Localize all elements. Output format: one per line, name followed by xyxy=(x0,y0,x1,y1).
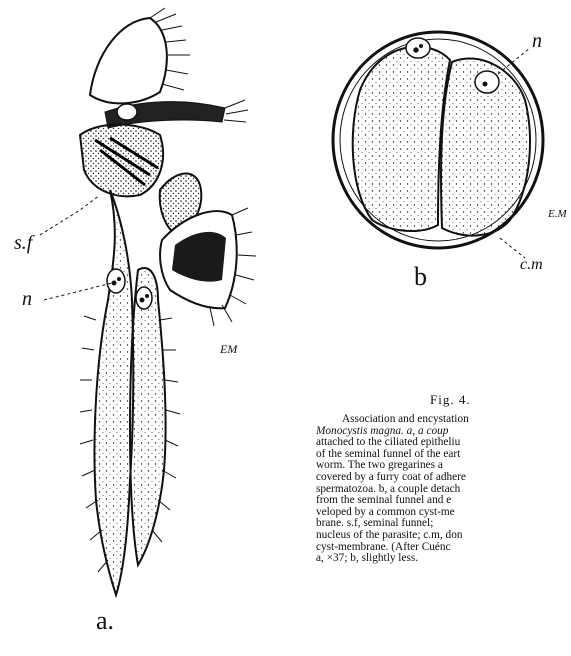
leader-n-a xyxy=(44,283,112,300)
funnel-left-mass xyxy=(80,124,163,196)
leader-sf xyxy=(40,195,100,235)
gregarine-left xyxy=(80,190,133,595)
annotation-n-b: n xyxy=(532,30,542,53)
caption-line: a, ×37; b, slightly less. xyxy=(316,553,571,565)
caption-line: covered by a furry coat of adhere xyxy=(316,472,571,484)
annotation-n-a: n xyxy=(22,288,32,311)
gregarine-right-nucleus xyxy=(136,287,152,309)
caption-line: Association and encystation xyxy=(316,414,571,426)
figure-number: Fig. 4. xyxy=(430,392,471,408)
cyst-nucleus-left xyxy=(406,38,430,58)
caption-line: nucleus of the parasite; c.m, don xyxy=(316,530,571,542)
cyst-nucleus-right xyxy=(475,71,499,93)
leader-cm xyxy=(500,238,525,258)
cyst-drawing xyxy=(333,32,543,248)
cyst-gregarine-left xyxy=(353,47,450,231)
annotation-cm: c.m xyxy=(520,256,543,274)
gregarine-right xyxy=(130,268,180,565)
funnel-upper-lobe xyxy=(90,18,167,103)
annotation-initials-a: EM xyxy=(220,342,237,357)
figure-caption: Association and encystation Monocystis m… xyxy=(316,414,571,565)
annotation-initials-b: E.M xyxy=(548,208,567,220)
panel-label-b: b xyxy=(414,262,427,292)
caption-line: from the seminal funnel and e xyxy=(316,495,571,507)
seminal-funnel-drawing xyxy=(80,8,256,326)
panel-label-a: a. xyxy=(96,606,114,636)
gregarine-left-nucleus xyxy=(107,269,125,293)
annotation-sf: s.f xyxy=(14,232,32,255)
